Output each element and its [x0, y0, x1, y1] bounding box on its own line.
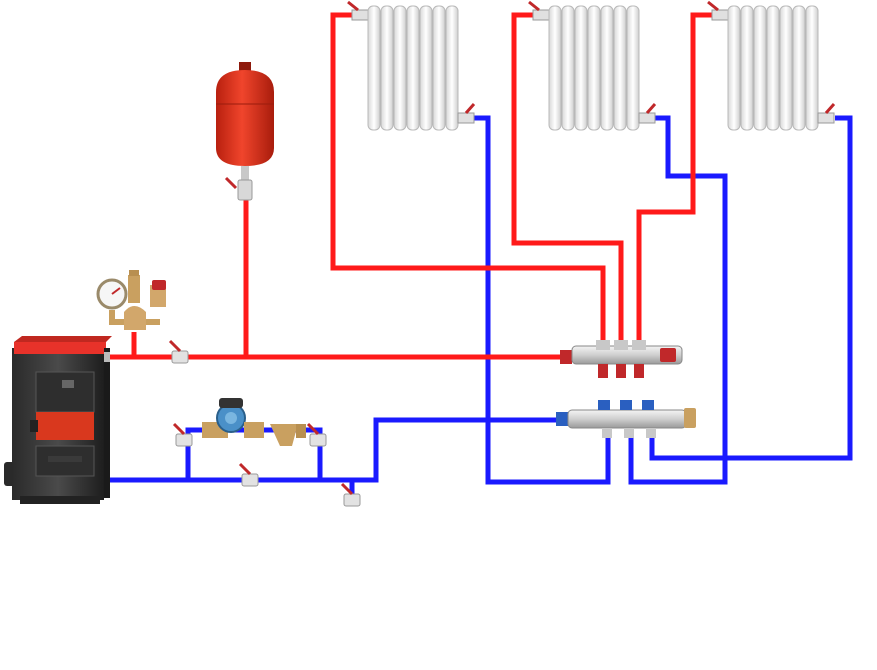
- radiator-icon: [528, 0, 657, 131]
- ball-valve-icon: [172, 422, 193, 447]
- solid-fuel-boiler-icon: [4, 336, 112, 504]
- return-pipe-radiator-1: [474, 115, 611, 485]
- ball-valve-icon: [168, 339, 189, 364]
- radiator-icon: [707, 0, 836, 131]
- return-pipes: [108, 115, 853, 500]
- supply-pipe-radiator-1: [330, 12, 606, 340]
- return-pipe-boiler: [108, 417, 560, 483]
- return-pipe-radiator-3: [649, 115, 853, 461]
- ball-valve-icon: [340, 482, 361, 507]
- ball-valves: [168, 339, 361, 507]
- supply-pipe-radiator-3: [636, 12, 715, 340]
- supply-pipe-radiator-2: [511, 12, 624, 340]
- supply-manifold-icon: [560, 340, 683, 378]
- strainer-filter-icon: [270, 424, 306, 446]
- expansion-tank-icon: [216, 62, 274, 201]
- circulation-pump-icon: [202, 398, 264, 438]
- return-manifold-icon: [556, 400, 696, 438]
- radiator-icon: [347, 0, 476, 131]
- return-pipe-radiator-2: [628, 115, 728, 485]
- safety-group-icon: [96, 270, 166, 330]
- ball-valve-icon: [238, 462, 259, 487]
- radiators: [347, 0, 836, 131]
- ball-valve-icon: [306, 422, 327, 447]
